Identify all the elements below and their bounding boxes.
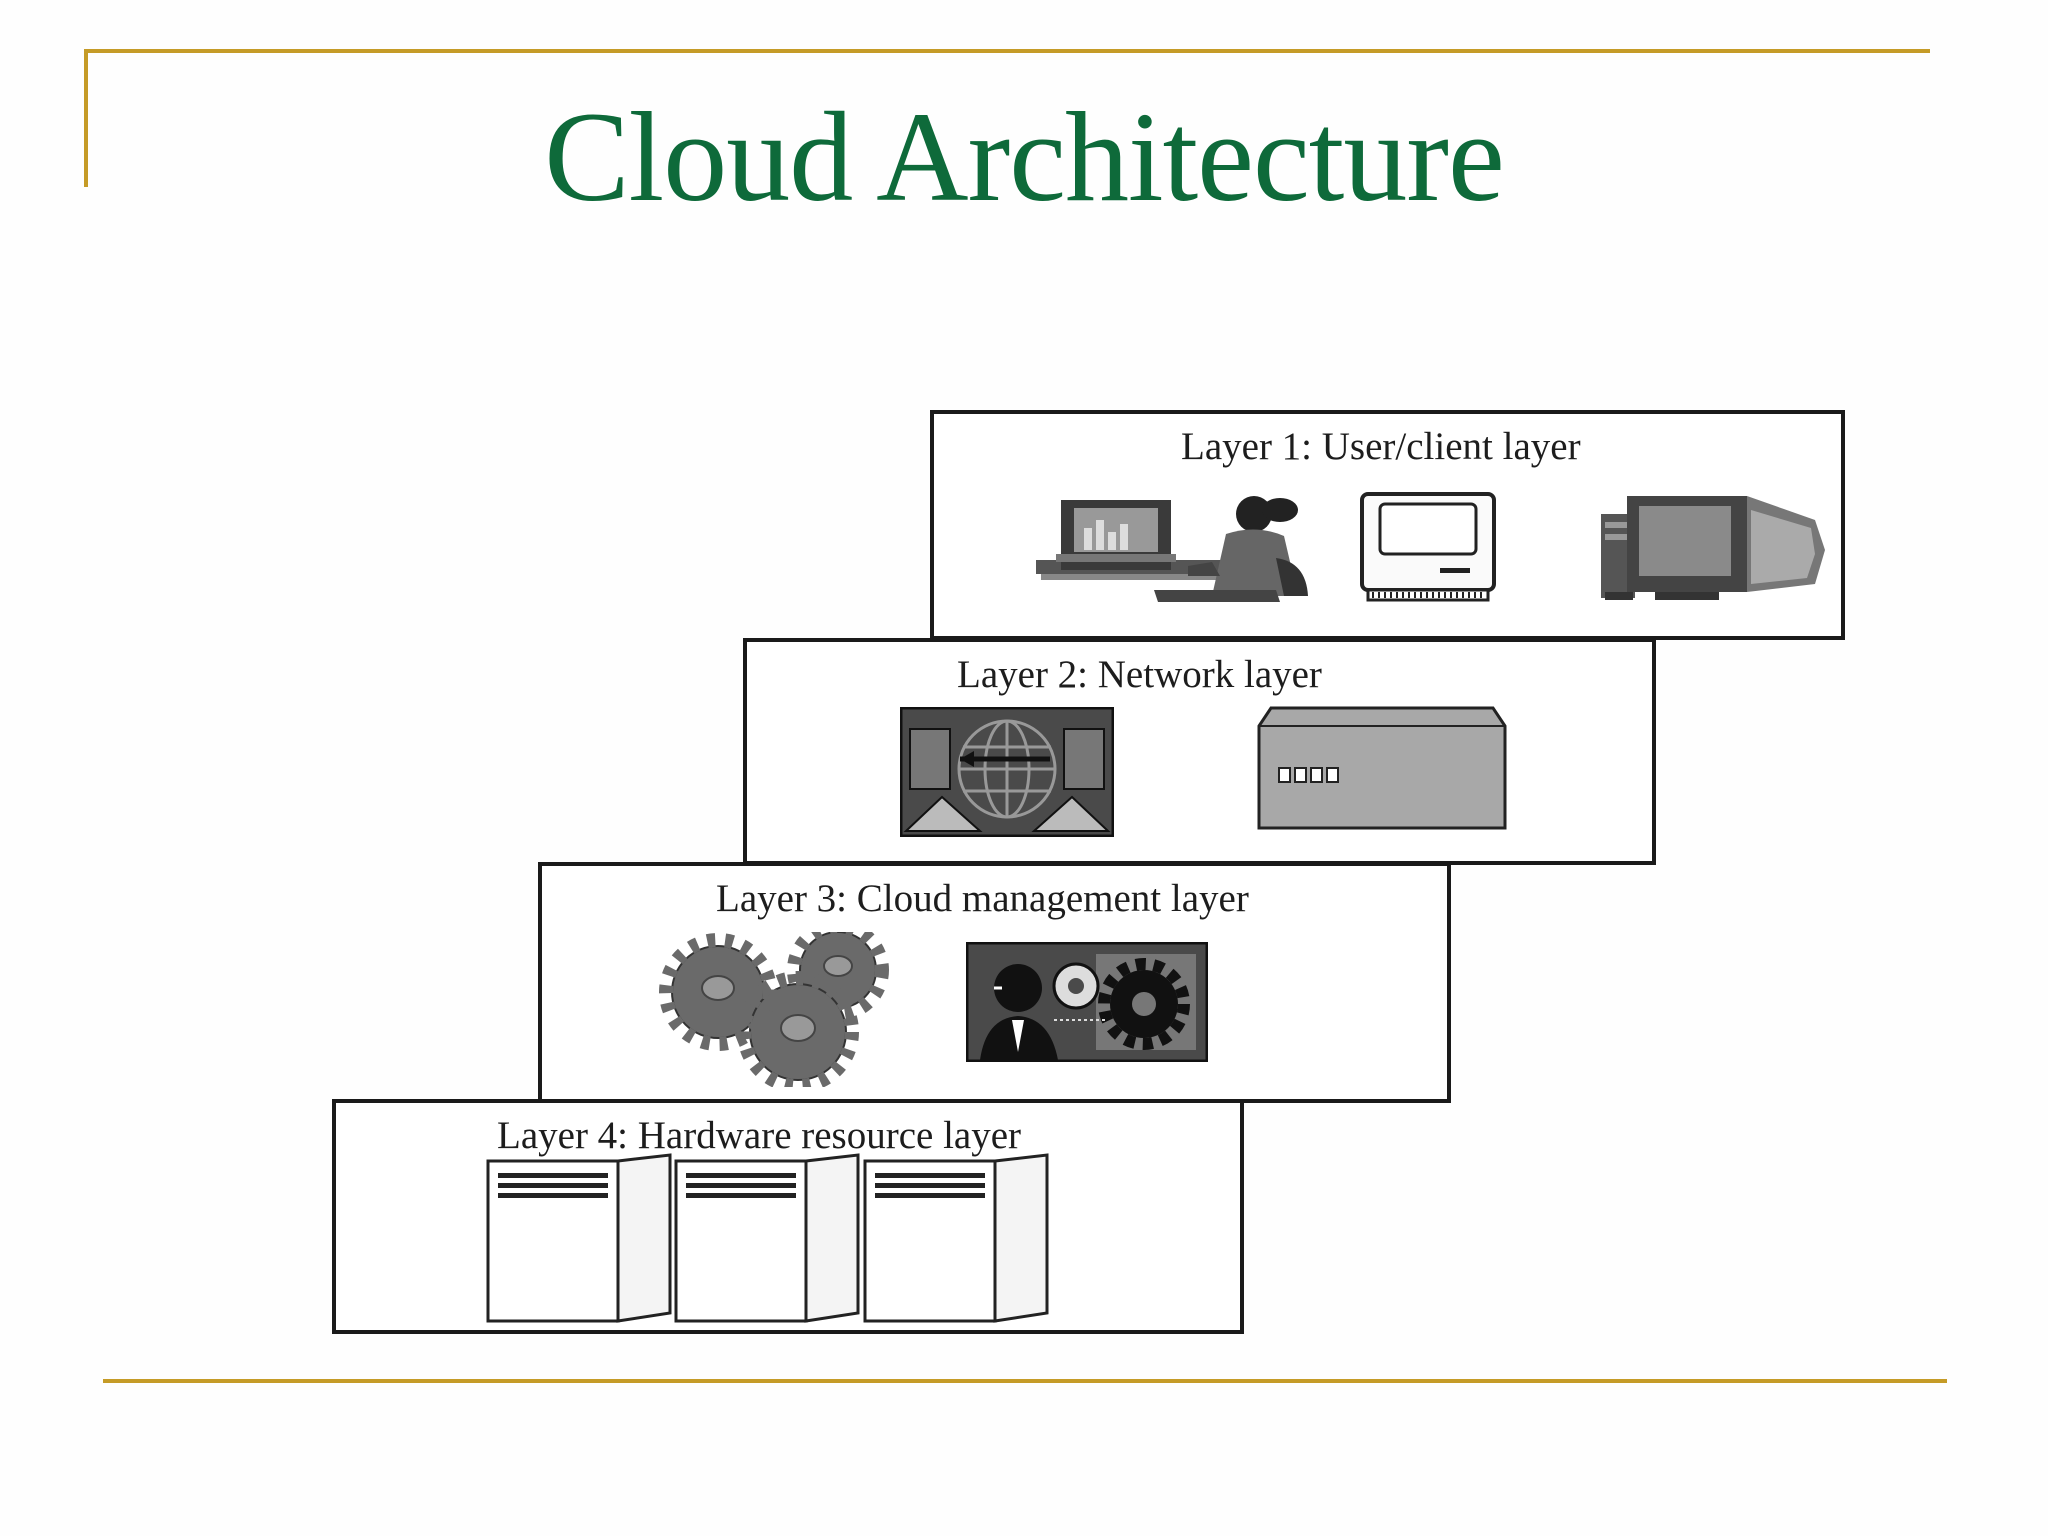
server-icon: [486, 1153, 672, 1323]
person-at-desktop-icon: [1036, 492, 1346, 604]
desktop-computer-icon: [1601, 490, 1829, 602]
server-icon: [674, 1153, 860, 1323]
slide-title: Cloud Architecture: [544, 86, 1505, 228]
network-globe-icon: [900, 707, 1114, 837]
layer-4-box: Layer 4: Hardware resource layer: [332, 1099, 1244, 1334]
server-icon: [863, 1153, 1049, 1323]
bottom-rule: [103, 1379, 1947, 1383]
layer-2-label: Layer 2: Network layer: [957, 653, 1322, 696]
left-rule: [84, 49, 88, 187]
layer-1-box: Layer 1: User/client layer: [930, 410, 1845, 640]
layer-3-label: Layer 3: Cloud management layer: [716, 877, 1249, 920]
layer-3-box: Layer 3: Cloud management layer: [538, 862, 1451, 1103]
top-rule: [84, 49, 1930, 53]
monitor-terminal-icon: [1358, 492, 1498, 604]
gears-icon: [648, 932, 918, 1087]
manager-gears-icon: [966, 942, 1208, 1062]
network-switch-icon: [1257, 704, 1507, 832]
layer-1-label: Layer 1: User/client layer: [1181, 425, 1581, 468]
layer-4-label: Layer 4: Hardware resource layer: [497, 1114, 1022, 1157]
layer-2-box: Layer 2: Network layer: [743, 638, 1656, 865]
